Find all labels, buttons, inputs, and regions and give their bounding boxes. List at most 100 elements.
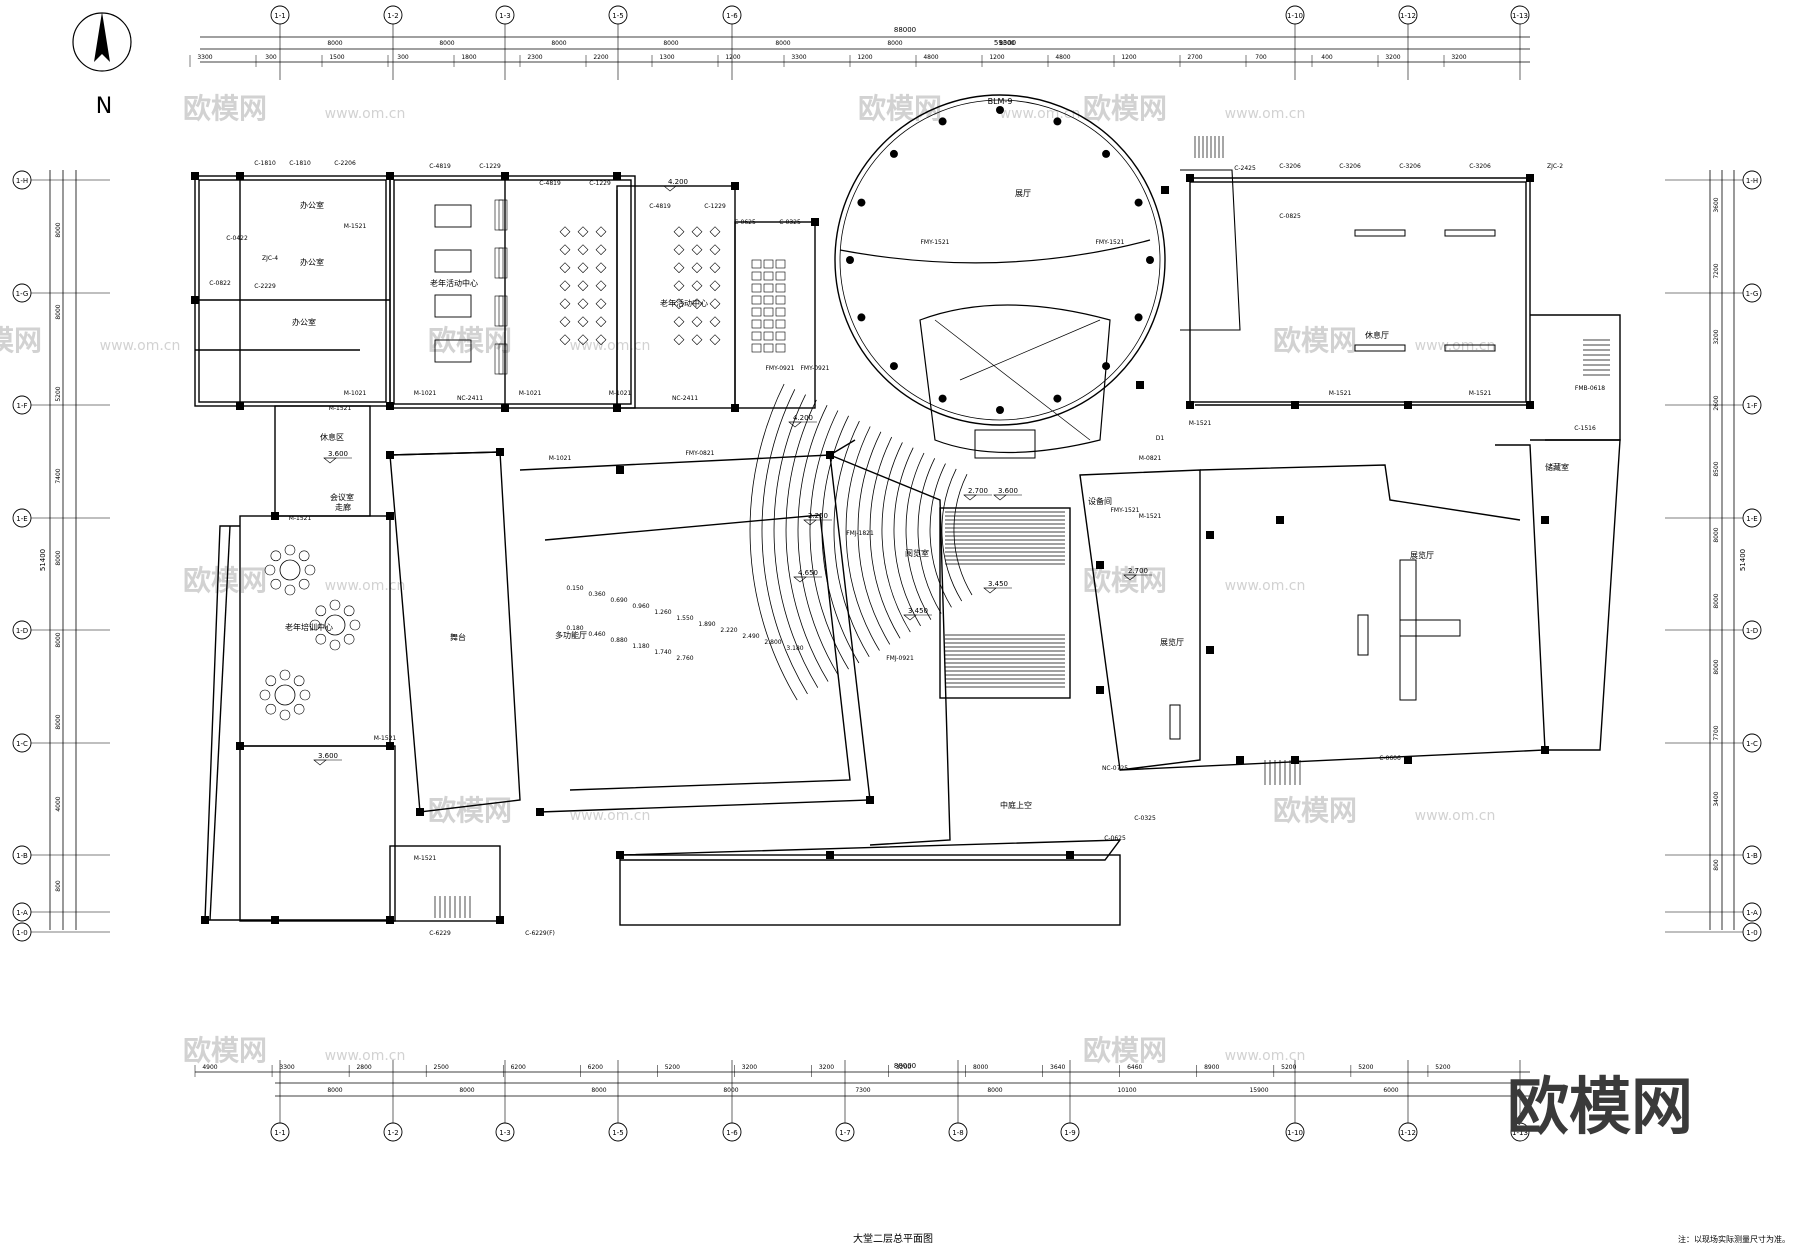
seat [775, 331, 786, 341]
dim-right-segment: 2600 [1713, 395, 1720, 410]
axis-label-bottom: 1-5 [612, 1129, 623, 1137]
seat [751, 319, 762, 329]
seat-row [857, 431, 891, 645]
dim-top-segment: 300 [397, 54, 409, 61]
window-tag: C-2206 [334, 160, 356, 167]
dim-bottom-segment: 6460 [1127, 1064, 1142, 1071]
column [386, 402, 394, 410]
column [613, 404, 621, 412]
dim-bottom-segment: 5200 [1358, 1064, 1373, 1071]
rotunda-column [1053, 117, 1062, 126]
chair [577, 298, 589, 310]
round-chair [264, 564, 276, 576]
dim-bottom-segment: 3200 [819, 1064, 834, 1071]
dim-bottom-segment: 3200 [742, 1064, 757, 1071]
chair [577, 244, 589, 256]
dim-top-sub: 8000 [327, 40, 342, 47]
column [1526, 401, 1534, 409]
label-meeting: 会议室 [330, 492, 354, 502]
dim-top-segment: 4800 [923, 54, 938, 61]
dim-bottom-segment: 2500 [434, 1064, 449, 1071]
door-tag: M-1521 [344, 223, 367, 230]
dim-top-sub: 8000 [663, 40, 678, 47]
window-tag: C-4819 [429, 163, 451, 170]
dim-top-segment: 1500 [329, 54, 344, 61]
column [386, 451, 394, 459]
watermark-text: 欧模网 [1273, 324, 1357, 357]
chair [673, 262, 685, 274]
watermark-url: www.om.cn [1225, 578, 1306, 594]
seat [763, 307, 774, 317]
round-chair [265, 675, 277, 687]
window-tag: C-1810 [289, 160, 311, 167]
seat-elevation-value: 0.690 [610, 597, 627, 604]
seat-elevation-value: 1.890 [698, 621, 715, 628]
axis-label-right: 1-B [1746, 852, 1758, 860]
seat-elevation-value: 0.960 [632, 603, 649, 610]
watermark-text: 欧模网 [858, 92, 942, 125]
seat-elevation-value: 0.180 [566, 625, 583, 632]
round-chair [284, 544, 296, 556]
elevation-value: 4.650 [798, 569, 818, 577]
dim-top-segment: 2700 [1187, 54, 1202, 61]
seat [763, 343, 774, 353]
door-tag: M-1521 [289, 515, 312, 522]
chair [559, 262, 571, 274]
seat-row [797, 405, 839, 676]
axis-label-right: 1-G [1746, 290, 1759, 298]
window-tag: C-1229 [479, 163, 501, 170]
round-chair [298, 578, 310, 590]
seat-row [809, 410, 849, 670]
chair [595, 334, 607, 346]
bench [498, 343, 508, 375]
chair [577, 226, 589, 238]
watermark-url: www.om.cn [325, 106, 406, 122]
seat [763, 283, 774, 293]
theater-seating [749, 383, 973, 701]
label-equipment: 设备间 [1088, 496, 1112, 506]
chair [691, 298, 703, 310]
window-tag: C-2425 [1234, 165, 1256, 172]
rotunda-column [1102, 149, 1111, 158]
column [496, 916, 504, 924]
round-table [324, 614, 346, 636]
window-tag: C-3206 [1399, 163, 1421, 170]
door-tag: FMY-1521 [1110, 507, 1139, 514]
axis-label-top: 1-3 [499, 12, 510, 20]
round-chair [279, 669, 291, 681]
column [416, 808, 424, 816]
drawing-title: 大堂二层总平面图 [853, 1232, 933, 1245]
chair [709, 280, 721, 292]
dim-right-total: 51400 [1739, 549, 1747, 571]
dome-label: BLM-9 [988, 97, 1013, 106]
door-tag: FMY-1521 [920, 239, 949, 246]
dim-right-segment: 3200 [1713, 329, 1720, 344]
seat [775, 271, 786, 281]
axis-label-right: 1-E [1746, 515, 1757, 523]
column [386, 916, 394, 924]
axis-label-left: 1-H [16, 177, 28, 185]
dim-top-total: 88000 [894, 26, 916, 34]
dim-bottom-segment: 2800 [356, 1064, 371, 1071]
axis-label-top: 1-2 [387, 12, 398, 20]
label-office-3: 办公室 [292, 317, 316, 327]
rotunda-column [1053, 394, 1062, 403]
door-tag: M-1521 [1469, 390, 1492, 397]
chair [559, 334, 571, 346]
label-activity-1: 老年活动中心 [430, 278, 478, 288]
watermark-url: www.om.cn [1415, 808, 1496, 824]
axis-label-bottom: 1-9 [1064, 1129, 1075, 1137]
seat [763, 331, 774, 341]
column [616, 851, 624, 859]
axis-label-bottom: 1-12 [1400, 1129, 1416, 1137]
watermark-url: www.om.cn [1000, 106, 1081, 122]
seat-row [845, 426, 880, 651]
dim-top-sub: 8000 [775, 40, 790, 47]
chair [709, 298, 721, 310]
seat-elevation-value: 1.550 [676, 615, 693, 622]
window-tag: C-1810 [254, 160, 276, 167]
axis-label-top: 1-1 [274, 12, 285, 20]
dim-right-segment: 3600 [1713, 197, 1720, 212]
round-chair [293, 675, 305, 687]
watermark-text: 欧模网 [1083, 1034, 1167, 1067]
